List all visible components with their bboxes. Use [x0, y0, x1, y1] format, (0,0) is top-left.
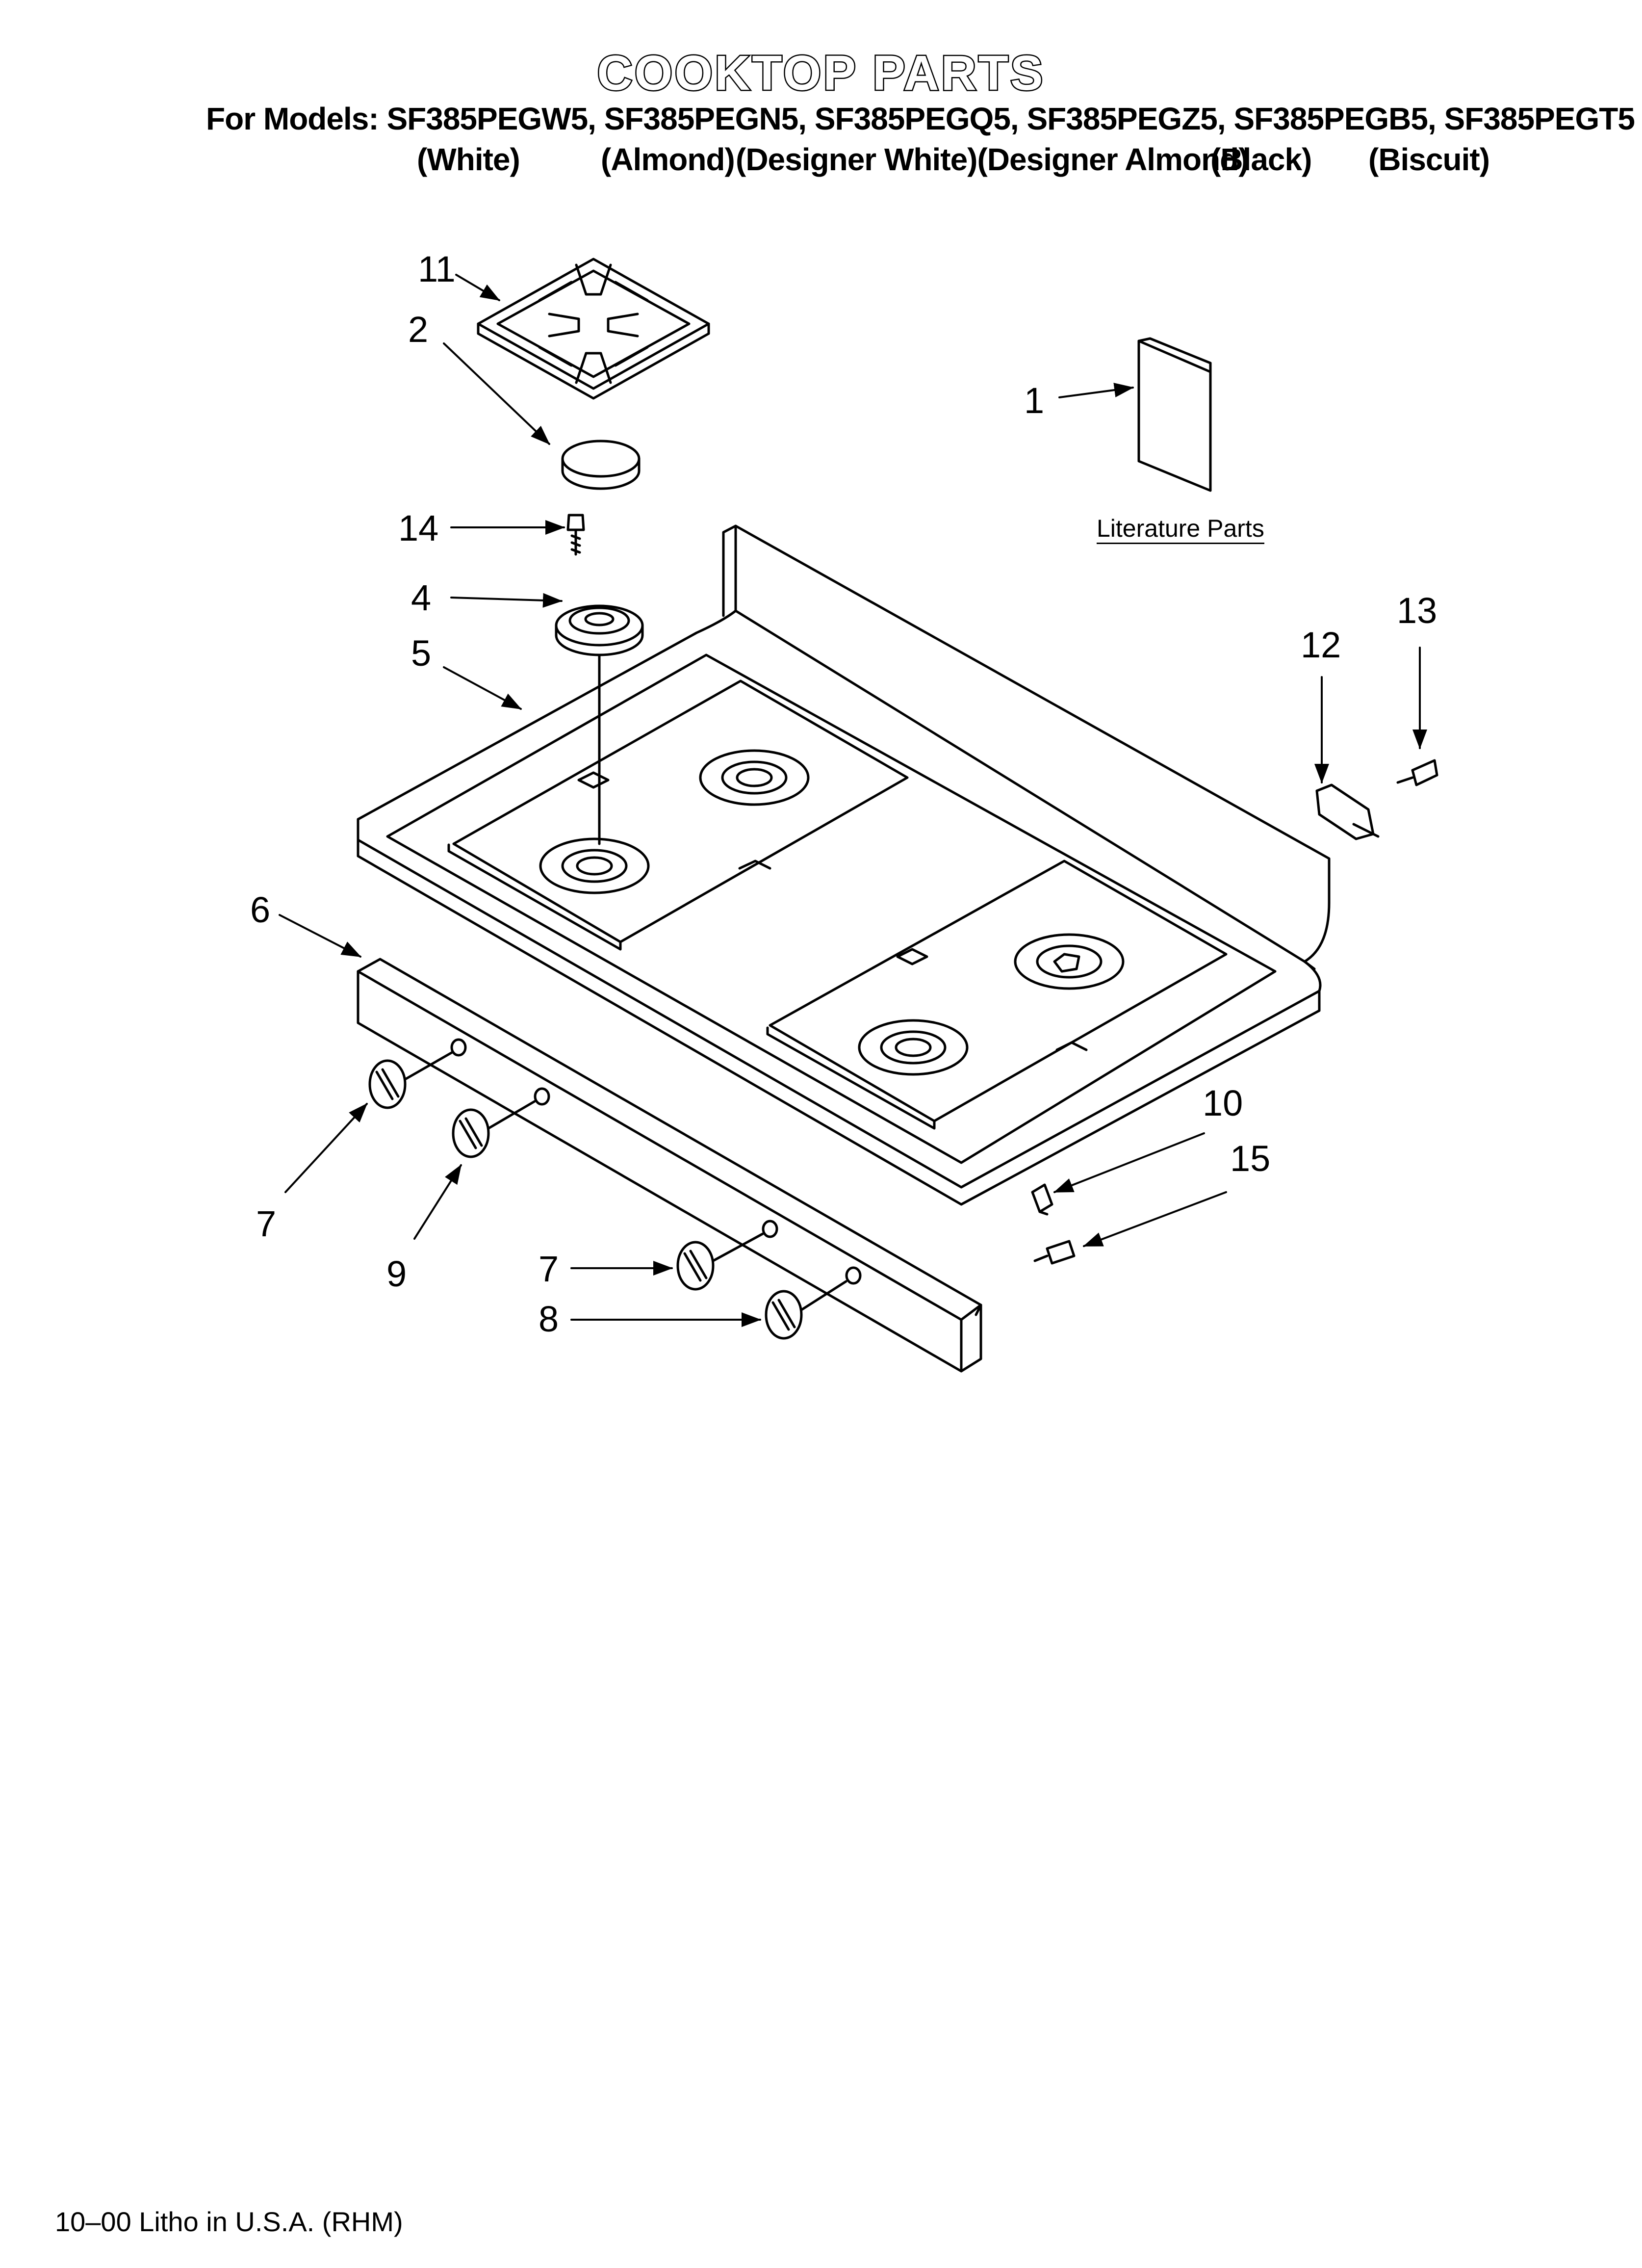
burner-base [555, 604, 644, 845]
callout-13: 13 [1397, 590, 1437, 631]
page-title: COOKTOP PARTS [596, 45, 1045, 102]
leader-lines [279, 274, 1427, 1327]
callout-1: 1 [1024, 380, 1045, 421]
callout-5: 5 [411, 633, 432, 674]
burner-cap [561, 440, 641, 490]
knob-9 [452, 1100, 536, 1158]
literature-parts-label: Literature Parts [1097, 514, 1264, 544]
color-biscuit: (Biscuit) [1368, 142, 1490, 177]
literature-booklet [1137, 337, 1212, 492]
screw-14 [566, 514, 585, 556]
electrode-bracket [1315, 783, 1380, 840]
color-black: (Black) [1210, 142, 1312, 177]
callout-8: 8 [539, 1299, 559, 1339]
color-almond: (Almond) [601, 142, 735, 177]
knob-8 [765, 1280, 847, 1340]
cooktop-main [357, 524, 1331, 1206]
color-designer: (Designer White)(Designer Almond) [736, 142, 1249, 177]
callout-11: 11 [418, 249, 456, 289]
callout-6: 6 [250, 889, 271, 930]
screw-15 [1033, 1240, 1076, 1265]
callout-10: 10 [1203, 1083, 1243, 1123]
control-panel [357, 958, 982, 1373]
callout-4: 4 [411, 577, 432, 618]
burner-grate [477, 258, 710, 400]
screw-13 [1396, 759, 1438, 786]
callout-14: 14 [398, 508, 439, 548]
color-white: (White) [417, 142, 520, 177]
clip-10 [1031, 1183, 1053, 1216]
callout-7-left: 7 [256, 1203, 277, 1244]
callout-7-right: 7 [539, 1249, 559, 1289]
knob-7-right [676, 1232, 764, 1291]
callout-12: 12 [1301, 625, 1341, 665]
callout-2: 2 [408, 309, 429, 350]
knob-7-left [368, 1051, 454, 1109]
models-line: For Models: SF385PEGW5, SF385PEGN5, SF38… [206, 101, 1635, 136]
litho-footer: 10–00 Litho in U.S.A. (RHM) [55, 2206, 403, 2237]
callout-9: 9 [386, 1253, 407, 1294]
callout-15: 15 [1230, 1138, 1271, 1179]
